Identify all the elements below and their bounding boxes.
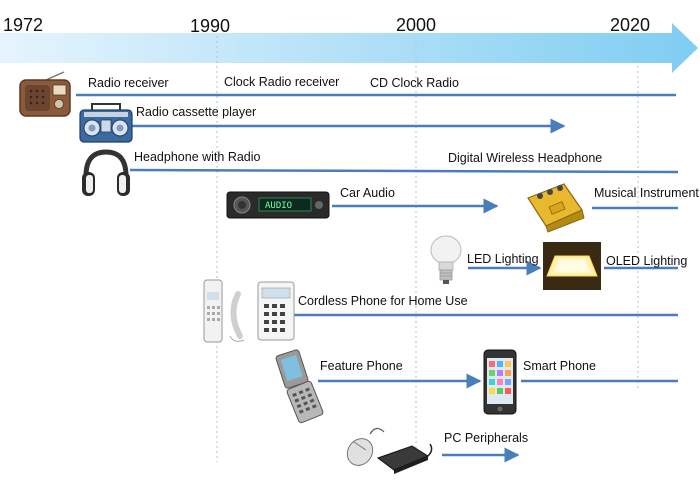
label-car-audio: Car Audio (340, 186, 395, 200)
headphone-icon (82, 152, 130, 196)
label-clock-radio: Clock Radio receiver (224, 75, 339, 89)
label-feature-phone: Feature Phone (320, 359, 403, 373)
oled-panel-icon (543, 242, 601, 290)
radio-icon (20, 72, 70, 116)
flip-phone-icon (275, 349, 323, 423)
cassette-player-icon (80, 104, 132, 142)
timeline-banner-arrow (0, 23, 698, 73)
year-label-1972: 1972 (3, 15, 43, 35)
effects-pedal-icon (528, 184, 584, 232)
label-radio-receiver: Radio receiver (88, 76, 169, 90)
label-cd-clock-radio: CD Clock Radio (370, 76, 459, 90)
label-musical-instrument: Musical Instrument (594, 186, 699, 200)
external-drive-icon (378, 444, 432, 474)
year-label-2000: 2000 (396, 15, 436, 35)
year-label-2020: 2020 (610, 15, 650, 35)
line-headphone (130, 170, 678, 172)
label-pc-peripherals: PC Peripherals (444, 431, 528, 445)
label-headphone-radio: Headphone with Radio (134, 150, 261, 164)
cordless-phone-icon (204, 280, 294, 342)
label-wireless-headphone: Digital Wireless Headphone (448, 151, 602, 165)
year-label-1990: 1990 (190, 16, 230, 36)
label-cassette-player: Radio cassette player (136, 105, 256, 119)
label-smart-phone: Smart Phone (523, 359, 596, 373)
label-led-lighting: LED Lighting (467, 252, 539, 266)
label-oled-lighting: OLED Lighting (606, 254, 687, 268)
mouse-icon (342, 428, 384, 470)
label-cordless-phone: Cordless Phone for Home Use (298, 294, 468, 308)
car-audio-display-text: AUDIO (265, 201, 292, 211)
smartphone-icon (484, 350, 516, 414)
car-audio-icon: AUDIO (227, 192, 329, 218)
led-bulb-icon (431, 236, 461, 284)
